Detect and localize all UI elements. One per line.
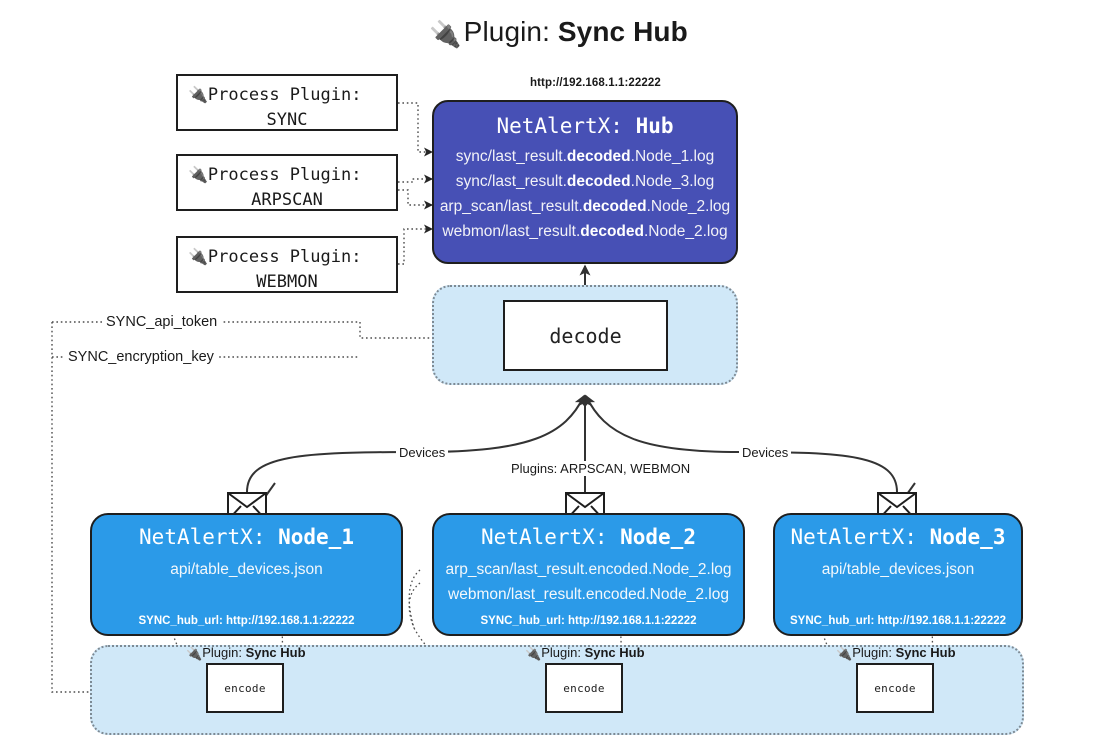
node-box-node-3[interactable]: NetAlertX: Node_3 api/table_devices.json…	[773, 513, 1023, 636]
process-plugin-box-sync[interactable]: 🔌Process Plugin: SYNC	[176, 74, 398, 131]
encode-box-node-1[interactable]: encode	[206, 663, 284, 713]
encoder-caption-node-3: 🔌Plugin: Sync Hub	[836, 645, 956, 661]
node-hub-url: SYNC_hub_url: http://192.168.1.1:22222	[789, 615, 1007, 627]
process-plugin-line1: 🔌Process Plugin:	[188, 85, 362, 105]
encoder-caption-node-1: 🔌Plugin: Sync Hub	[186, 645, 306, 661]
decode-box[interactable]: decode	[503, 300, 668, 371]
node-log-line: api/table_devices.json	[170, 561, 323, 578]
node-title: NetAlertX: Node_1	[139, 525, 354, 549]
page-title: 🔌Plugin: Sync Hub	[0, 16, 1117, 50]
process-plugin-name: WEBMON	[256, 271, 318, 292]
page-title-name: Sync Hub	[557, 16, 688, 47]
node-hub-url: SYNC_hub_url: http://192.168.1.1:22222	[480, 615, 697, 627]
process-plugin-line1: 🔌Process Plugin:	[188, 247, 362, 267]
encoder-caption-node-2: 🔌Plugin: Sync Hub	[525, 645, 645, 661]
node-title: NetAlertX: Node_3	[790, 525, 1006, 549]
process-plugin-box-webmon[interactable]: 🔌Process Plugin: WEBMON	[176, 236, 398, 293]
plug-icon: 🔌	[188, 165, 208, 184]
process-plugin-line1: 🔌Process Plugin:	[188, 165, 362, 185]
node-box-node-2[interactable]: NetAlertX: Node_2 arp_scan/last_result.e…	[432, 513, 745, 636]
hub-log-line: sync/last_result.decoded.Node_3.log	[455, 173, 715, 191]
decode-label: decode	[549, 323, 622, 348]
plug-icon: 🔌	[188, 85, 208, 104]
node-log-line: arp_scan/last_result.encoded.Node_2.log	[445, 561, 732, 578]
hub-url-label: http://192.168.1.1:22222	[530, 77, 661, 89]
encode-box-node-3[interactable]: encode	[856, 663, 934, 713]
plug-icon: 🔌	[525, 646, 542, 661]
process-plugin-name: SYNC	[266, 109, 308, 130]
node-log-line: api/table_devices.json	[821, 561, 975, 578]
hub-log-line: arp_scan/last_result.decoded.Node_2.log	[439, 198, 731, 216]
encode-label: encode	[874, 681, 916, 695]
env-var-api-token: SYNC_api_token	[102, 314, 222, 330]
env-var-encryption-key: SYNC_encryption_key	[64, 349, 218, 365]
node-box-node-1[interactable]: NetAlertX: Node_1 api/table_devices.json…	[90, 513, 403, 636]
edge-label-devices-left: Devices	[396, 445, 449, 460]
encode-label: encode	[224, 681, 266, 695]
encode-label: encode	[563, 681, 605, 695]
edge-label-plugins-center: Plugins: ARPSCAN, WEBMON	[508, 461, 694, 476]
hub-log-line: sync/last_result.decoded.Node_1.log	[455, 148, 715, 165]
node-title: NetAlertX: Node_2	[481, 525, 696, 549]
node-hub-url: SYNC_hub_url: http://192.168.1.1:22222	[138, 615, 355, 627]
edge-label-devices-right: Devices	[739, 445, 792, 460]
process-plugin-name: ARPSCAN	[251, 189, 323, 210]
hub-node-box[interactable]: NetAlertX: Hub sync/last_result.decoded.…	[432, 100, 738, 264]
plug-icon: 🔌	[836, 646, 853, 661]
process-plugin-box-arpscan[interactable]: 🔌Process Plugin: ARPSCAN	[176, 154, 398, 211]
encode-box-node-2[interactable]: encode	[545, 663, 623, 713]
hub-title: NetAlertX: Hub	[496, 114, 674, 138]
hub-log-line: webmon/last_result.decoded.Node_2.log	[442, 223, 728, 241]
plug-icon: 🔌	[186, 646, 203, 661]
page-title-prefix: Plugin:	[463, 16, 558, 47]
plug-icon: 🔌	[188, 247, 208, 266]
plug-icon: 🔌	[429, 19, 462, 49]
node-log-line: webmon/last_result.encoded.Node_2.log	[448, 586, 729, 603]
